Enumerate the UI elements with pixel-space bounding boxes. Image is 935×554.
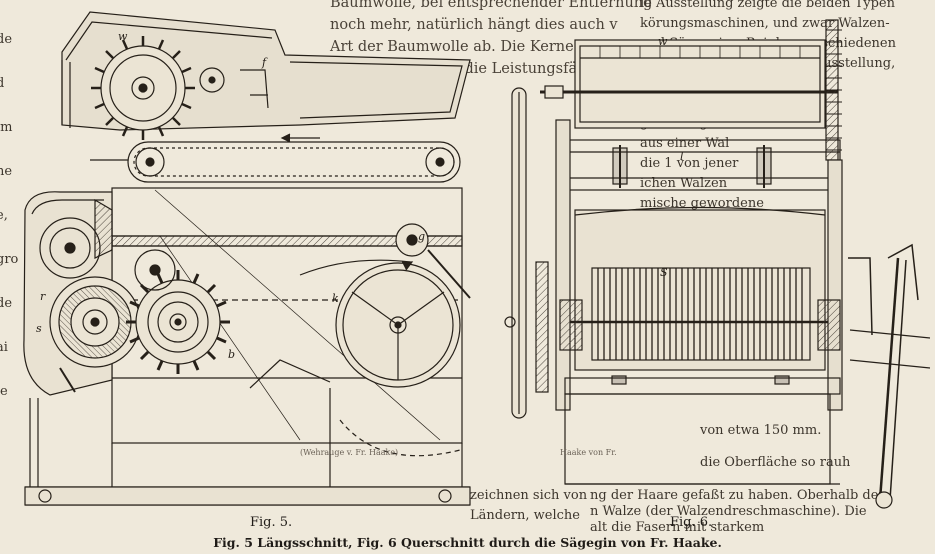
fig6-credit: Haake von Fr. — [560, 448, 617, 457]
bleed-line: e, — [0, 208, 8, 223]
bleed-line: zeichnen sich von — [470, 488, 588, 503]
label-w5: w — [118, 30, 128, 43]
bleed-line: gro — [0, 252, 19, 267]
gear-small — [134, 249, 176, 291]
label-w6: w — [658, 35, 668, 48]
bleed-line: von etwa 150 mm. — [700, 423, 822, 438]
saw-drum-s — [49, 276, 141, 368]
fig5-longitudinal-section — [23, 11, 471, 506]
fig5-label: Fig. 5. — [250, 515, 293, 530]
feed-roller — [199, 67, 225, 93]
bleed-text-bottom-mid: zeichnen sich von Ländern, welche — [470, 486, 587, 526]
side-flywheel — [511, 87, 549, 419]
label-s6: S — [660, 266, 668, 279]
bleed-text-left-edge: de d im he e, gro de ai je — [0, 18, 18, 414]
cross-frame-columns — [555, 119, 843, 411]
label-s5: s — [36, 322, 42, 335]
bleed-line: de — [0, 296, 13, 311]
conveyor-belt — [90, 141, 461, 183]
bleed-text-bottom-right: von etwa 150 mm. die Oberfläche so rauh — [700, 420, 850, 474]
figure-caption: Fig. 5 Längsschnitt, Fig. 6 Querschnitt … — [213, 535, 722, 550]
fig5-credit: (Wehrauge v. Fr. Haake) — [300, 448, 399, 457]
bolt — [504, 316, 516, 328]
label-k: k — [332, 292, 339, 305]
top-wheel-w — [91, 36, 195, 140]
upper-roll — [39, 217, 101, 279]
lever-mechanism — [848, 243, 931, 509]
bleed-line: mische gewordene — [640, 196, 764, 211]
bleed-line: alt die Fasern mit starkem — [590, 520, 765, 535]
bleed-line: ie Ausstellung zeigte die beiden Typen — [640, 0, 895, 11]
bleed-line: im — [0, 120, 13, 135]
label-l6: l — [680, 150, 684, 163]
bleed-line: je — [0, 384, 8, 399]
base-frame — [24, 359, 471, 506]
bleed-line: die Oberfläche so rauh — [700, 455, 851, 470]
flywheel — [299, 259, 461, 388]
bleed-line: Ländern, welche — [470, 508, 580, 523]
cross-belt — [564, 139, 841, 191]
bleed-line: noch mehr, natürlich hängt dies auch v — [330, 17, 618, 33]
bleed-text-bottom-right-2: ng der Haare gefaßt zu haben. Oberhalb d… — [590, 488, 885, 536]
bleed-line: die 1 von jener — [640, 156, 739, 171]
label-b: b — [228, 348, 235, 361]
bleed-line: ai — [0, 340, 8, 355]
fig6-cross-section — [504, 19, 931, 509]
bleed-line: ng der Haare gefaßt zu haben. Oberhalb d… — [590, 488, 885, 503]
brush-drum-b — [126, 270, 230, 374]
bleed-line: n Walze (der Walzendreschmaschine). Die — [590, 504, 867, 519]
bleed-line: he — [0, 164, 13, 179]
bleed-line: ichen Walzen — [640, 176, 728, 191]
label-r: r — [40, 290, 46, 303]
label-g: g — [418, 230, 425, 243]
bleed-line: de — [0, 32, 13, 47]
cross-base — [564, 375, 841, 485]
bleed-line: d — [0, 76, 5, 91]
fig6-label: Fig. 6. — [670, 515, 713, 530]
saw-cylinder — [560, 206, 840, 371]
bleed-line: Baumwolle, bei entsprechender Entfernung — [330, 0, 653, 11]
label-f: f — [261, 56, 268, 69]
cross-hopper — [574, 39, 826, 129]
bleed-line: Art der Baumwolle ab. Die Kerne wird z — [330, 39, 624, 55]
